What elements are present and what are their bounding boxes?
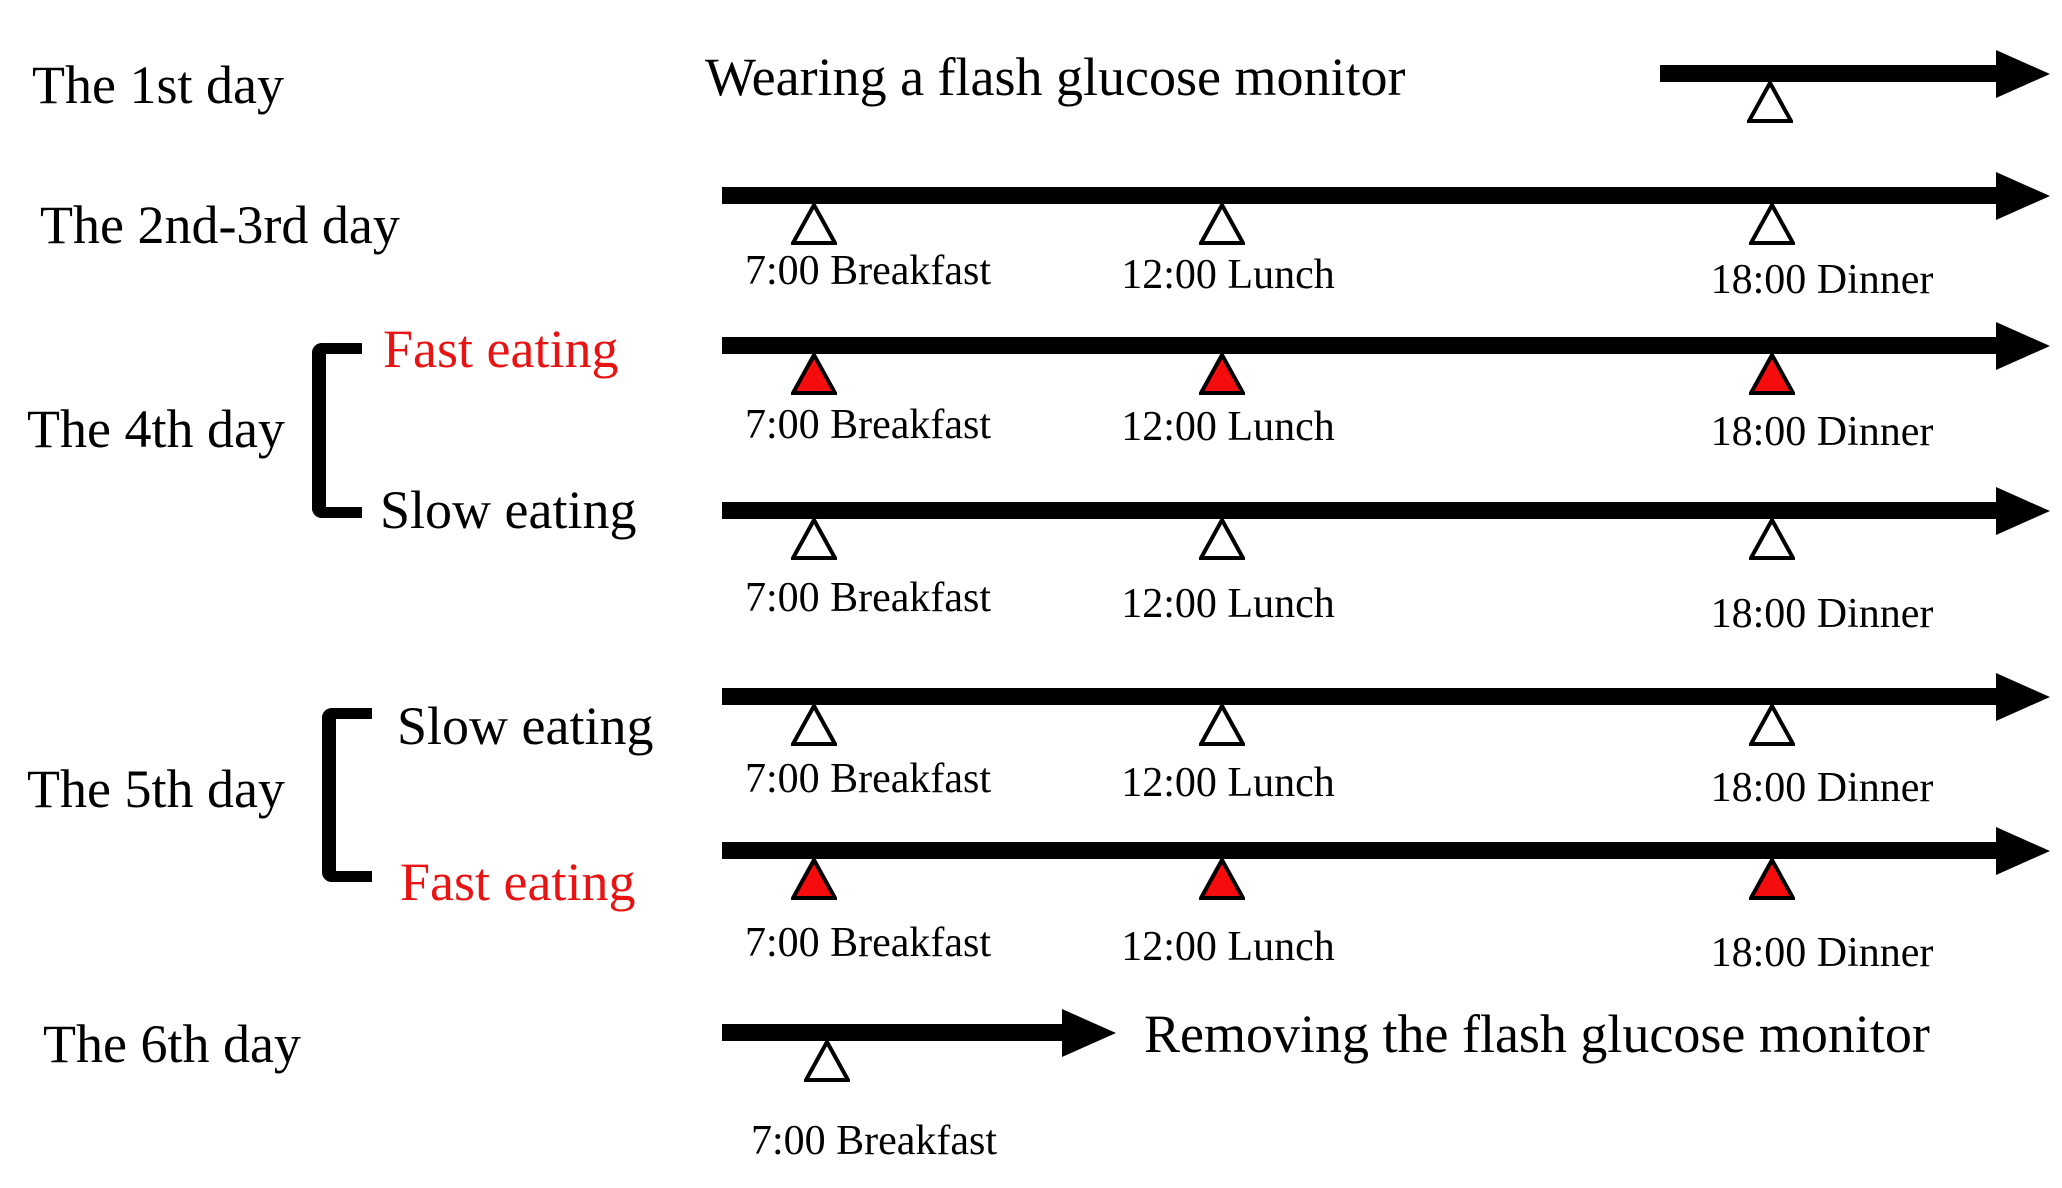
triangle-marker-icon — [791, 704, 837, 746]
arrow-shaft — [722, 1024, 1068, 1041]
triangle-marker-icon — [1199, 704, 1245, 746]
day-label-6th: The 6th day — [43, 1014, 301, 1074]
arrow-shaft — [722, 187, 2002, 204]
meal-label-breakfast: 7:00 Breakfast — [744, 248, 992, 294]
timeline-arrow-day6 — [722, 1008, 1116, 1057]
day4-branch-bracket — [312, 343, 362, 518]
triangle-marker-icon — [1199, 858, 1245, 900]
triangle-marker-icon — [1199, 353, 1245, 395]
triangle-marker-icon — [1199, 518, 1245, 560]
arrow-head-icon — [1996, 486, 2050, 535]
arrow-head-icon — [1996, 171, 2050, 220]
arrow-shaft — [722, 842, 2002, 859]
meal-label-breakfast: 7:00 Breakfast — [744, 402, 992, 448]
meal-label-dinner: 18:00 Dinner — [1710, 257, 1934, 303]
meal-label-breakfast: 7:00 Breakfast — [750, 1118, 998, 1164]
triangle-marker-icon — [804, 1040, 850, 1082]
timeline-arrow-day5-fast — [722, 826, 2050, 875]
day-label-5th: The 5th day — [27, 759, 285, 819]
branch-label-slow-eating: Slow eating — [380, 480, 637, 540]
timeline-arrow-day23 — [722, 171, 2050, 220]
day-label-1st: The 1st day — [32, 55, 284, 115]
day-label-2nd-3rd: The 2nd-3rd day — [40, 195, 400, 255]
arrow-shaft — [722, 502, 2002, 519]
triangle-marker-icon — [791, 518, 837, 560]
meal-label-breakfast: 7:00 Breakfast — [744, 575, 992, 621]
arrow-head-icon — [1996, 826, 2050, 875]
meal-label-breakfast: 7:00 Breakfast — [744, 920, 992, 966]
branch-label-slow-eating: Slow eating — [397, 696, 654, 756]
branch-label-fast-eating: Fast eating — [383, 319, 619, 379]
day5-branch-bracket — [322, 708, 372, 882]
arrow-head-icon — [1062, 1008, 1116, 1057]
triangle-marker-icon — [1749, 858, 1795, 900]
arrow-head-icon — [1996, 49, 2050, 98]
meal-label-dinner: 18:00 Dinner — [1710, 409, 1934, 455]
meal-label-dinner: 18:00 Dinner — [1710, 591, 1934, 637]
annotation-removing-monitor: Removing the flash glucose monitor — [1144, 1004, 1930, 1064]
triangle-marker-icon — [1749, 203, 1795, 245]
triangle-marker-icon — [1749, 518, 1795, 560]
day-label-4th: The 4th day — [27, 399, 285, 459]
timeline-arrow-day4-slow — [722, 486, 2050, 535]
arrow-shaft — [722, 337, 2002, 354]
meal-label-lunch: 12:00 Lunch — [1121, 252, 1335, 298]
triangle-marker-icon — [791, 203, 837, 245]
meal-label-lunch: 12:00 Lunch — [1121, 581, 1335, 627]
triangle-marker-icon — [1747, 81, 1793, 123]
arrow-shaft — [1660, 65, 2002, 82]
meal-label-lunch: 12:00 Lunch — [1121, 924, 1335, 970]
timeline-arrow-day1 — [1660, 49, 2050, 98]
meal-label-lunch: 12:00 Lunch — [1121, 404, 1335, 450]
triangle-marker-icon — [1749, 704, 1795, 746]
branch-label-fast-eating: Fast eating — [400, 852, 636, 912]
arrow-head-icon — [1996, 672, 2050, 721]
triangle-marker-icon — [791, 353, 837, 395]
meal-label-dinner: 18:00 Dinner — [1710, 765, 1934, 811]
arrow-shaft — [722, 688, 2002, 705]
triangle-marker-icon — [1749, 353, 1795, 395]
meal-label-lunch: 12:00 Lunch — [1121, 760, 1335, 806]
triangle-marker-icon — [1199, 203, 1245, 245]
timeline-arrow-day4-fast — [722, 321, 2050, 370]
triangle-marker-icon — [791, 858, 837, 900]
meal-label-breakfast: 7:00 Breakfast — [744, 756, 992, 802]
timeline-arrow-day5-slow — [722, 672, 2050, 721]
meal-label-dinner: 18:00 Dinner — [1710, 930, 1934, 976]
arrow-head-icon — [1996, 321, 2050, 370]
annotation-wearing-monitor: Wearing a flash glucose monitor — [705, 47, 1406, 107]
